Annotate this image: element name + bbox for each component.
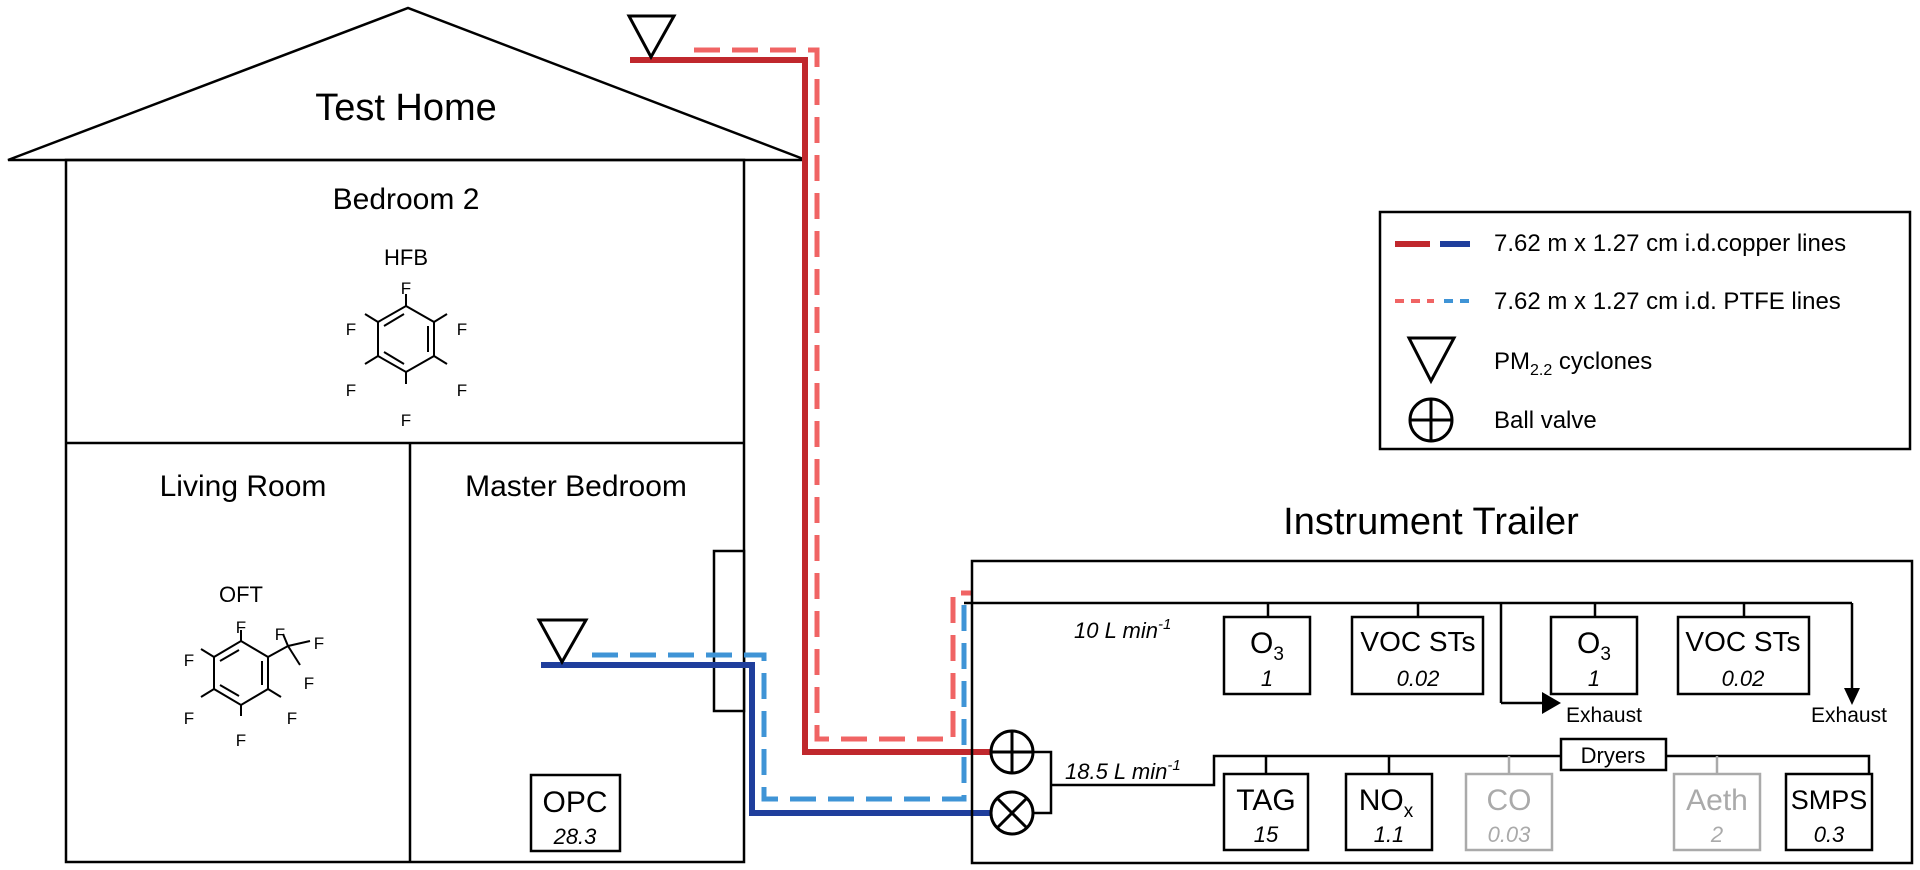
co-name: CO: [1487, 784, 1532, 817]
window-frame: [712, 549, 746, 713]
tag-flow: 15: [1254, 822, 1279, 847]
smps-name: SMPS: [1791, 785, 1868, 815]
hfb-f-6: F: [346, 320, 356, 339]
copper-line-blue: [541, 662, 992, 816]
opc-box: [529, 773, 622, 853]
svg-text:O3: O3: [1250, 627, 1284, 665]
bottom-manifold-stems: [1264, 756, 1719, 774]
sampling-lines: [541, 47, 992, 816]
o3-2-sub: 3: [1600, 644, 1611, 665]
oft-f-1: F: [236, 618, 246, 637]
oft-f-4: F: [304, 674, 314, 693]
o3-1-flow: 1: [1261, 666, 1273, 691]
legend-box: [1378, 210, 1912, 451]
smps-flow: 0.3: [1814, 822, 1845, 847]
dryers-label: Dryers: [1581, 743, 1646, 768]
svg-text:O3: O3: [1577, 627, 1611, 665]
bedroom-cyclone-icon: [536, 618, 589, 666]
co-flow: 0.03: [1488, 822, 1532, 847]
aeth-flow: 2: [1710, 822, 1723, 847]
house-outline: [64, 158, 746, 864]
ball-valve-2-icon: [989, 790, 1035, 836]
oft-fluorine-atoms: F F F F F F F F: [184, 618, 324, 750]
tag-name: TAG: [1236, 784, 1295, 817]
o3-2-flow: 1: [1588, 666, 1600, 691]
svg-text:NOx: NOx: [1359, 784, 1414, 822]
top-instruments: O3 1 VOC STs 0.02 O3 1 VOC STs 0.02: [1222, 615, 1811, 696]
test-home: Test Home Bedroom 2 HFB F F F F F F: [7, 6, 807, 864]
ptfe-line-red: [694, 47, 973, 742]
trailer-title: Instrument Trailer: [1283, 501, 1579, 543]
flow-top-label: 10 L min-1: [1074, 616, 1171, 643]
ball-valve-1-icon: [989, 729, 1035, 775]
hfb-molecule: [364, 294, 448, 384]
oft-f-6: F: [236, 731, 246, 750]
hfb-f-3: F: [457, 381, 467, 400]
hfb-f-5: F: [346, 381, 356, 400]
legend-ball-valve-icon: [1408, 397, 1454, 443]
oft-molecule: [200, 630, 311, 716]
exhaust-label-2: Exhaust: [1811, 704, 1887, 727]
instrument-tag: TAG 15: [1222, 772, 1310, 852]
oft-f-8: F: [184, 651, 194, 670]
instrument-voc-1: VOC STs 0.02: [1350, 615, 1485, 696]
roof-cyclone-icon: [626, 14, 677, 61]
opc-name: OPC: [542, 786, 607, 819]
house-title: Test Home: [315, 87, 497, 129]
dryers: Dryers: [1559, 737, 1668, 772]
hfb-f-4: F: [401, 411, 411, 430]
voc-2-flow: 0.02: [1722, 666, 1765, 691]
nox-sub: x: [1404, 801, 1414, 822]
hfb-fluorine-atoms: F F F F F F: [346, 279, 467, 430]
hfb-label: HFB: [384, 245, 428, 270]
master-bedroom-label: Master Bedroom: [465, 470, 687, 503]
oft-f-2: F: [275, 625, 285, 644]
valve-manifold: [1033, 750, 1871, 815]
opc-flow: 28.3: [553, 824, 598, 849]
nox-name: NO: [1359, 784, 1404, 817]
legend-ball-valve-label: Ball valve: [1494, 407, 1597, 434]
o3-2-name: O: [1577, 627, 1600, 660]
instrument-o3-1: O3 1: [1222, 615, 1312, 696]
o3-1-name: O: [1250, 627, 1273, 660]
exhaust-arrow-1: [1542, 692, 1561, 714]
legend: 7.62 m x 1.27 cm i.d.copper lines 7.62 m…: [1378, 210, 1912, 451]
top-manifold: [964, 601, 1854, 705]
voc-2-name: VOC STs: [1685, 626, 1800, 657]
bedroom2-label: Bedroom 2: [333, 183, 480, 216]
aeth-name: Aeth: [1686, 784, 1748, 817]
house-roof: [7, 6, 807, 162]
living-room-label: Living Room: [160, 470, 327, 503]
legend-copper-label: 7.62 m x 1.27 cm i.d.copper lines: [1494, 230, 1846, 257]
nox-flow: 1.1: [1374, 822, 1405, 847]
instrument-co: CO 0.03: [1464, 772, 1554, 852]
instrument-o3-2: O3 1: [1549, 615, 1639, 696]
flow-bottom-label: 18.5 L min-1: [1065, 757, 1181, 784]
o3-1-sub: 3: [1273, 644, 1284, 665]
instrument-voc-2: VOC STs 0.02: [1676, 615, 1811, 696]
exhaust-arrow-2: [1844, 688, 1860, 705]
bottom-instruments: TAG 15 NOx 1.1 CO 0.03 Aeth 2 SMPS 0: [1222, 772, 1874, 852]
ptfe-line-blue: [592, 597, 967, 802]
instrument-smps: SMPS 0.3: [1784, 772, 1874, 852]
instrument-trailer: Instrument Trailer Exhaust Exhaust 10 L …: [964, 501, 1914, 865]
exhaust-label-1: Exhaust: [1566, 704, 1642, 727]
oft-f-5: F: [287, 709, 297, 728]
oft-f-7: F: [184, 709, 194, 728]
voc-1-name: VOC STs: [1360, 626, 1475, 657]
legend-ptfe-label: 7.62 m x 1.27 cm i.d. PTFE lines: [1494, 288, 1841, 315]
trailer-outline: [970, 559, 1914, 865]
copper-line-red: [630, 57, 992, 755]
oft-label: OFT: [219, 582, 263, 607]
instrument-nox: NOx 1.1: [1344, 772, 1434, 852]
instrument-aeth: Aeth 2: [1672, 772, 1762, 852]
oft-f-3: F: [314, 634, 324, 653]
legend-cyclone-label: PM2.2 cyclones: [1494, 348, 1652, 379]
hfb-f-2: F: [457, 320, 467, 339]
legend-cyclone-icon: [1406, 336, 1457, 385]
voc-1-flow: 0.02: [1397, 666, 1440, 691]
hfb-f-1: F: [401, 279, 411, 298]
